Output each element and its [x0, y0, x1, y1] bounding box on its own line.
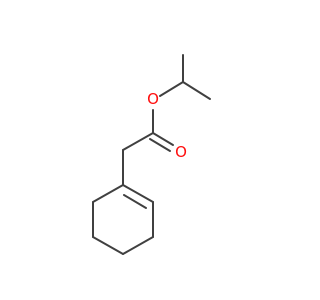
bond-ch-methyl-right — [182, 81, 211, 100]
bond-ring-double-inner — [123, 194, 147, 209]
atom-label-carbonyl-oxygen: O — [175, 143, 187, 161]
bond-carbonyl-double-2 — [149, 138, 171, 152]
molecule-structure: O O — [92, 54, 211, 255]
bond-ch2-carbonyl — [122, 132, 154, 151]
atom-label-ester-oxygen: O — [147, 90, 159, 108]
bond-ester-o-ch — [159, 81, 184, 97]
bond-ring-1 — [92, 184, 124, 203]
bond-ring-6 — [122, 184, 154, 203]
molecule-canvas: O O — [92, 54, 211, 255]
bond-carbonyl-double-1 — [152, 132, 174, 146]
bond-ring-4 — [122, 236, 154, 255]
bond-ring-3 — [92, 236, 124, 255]
